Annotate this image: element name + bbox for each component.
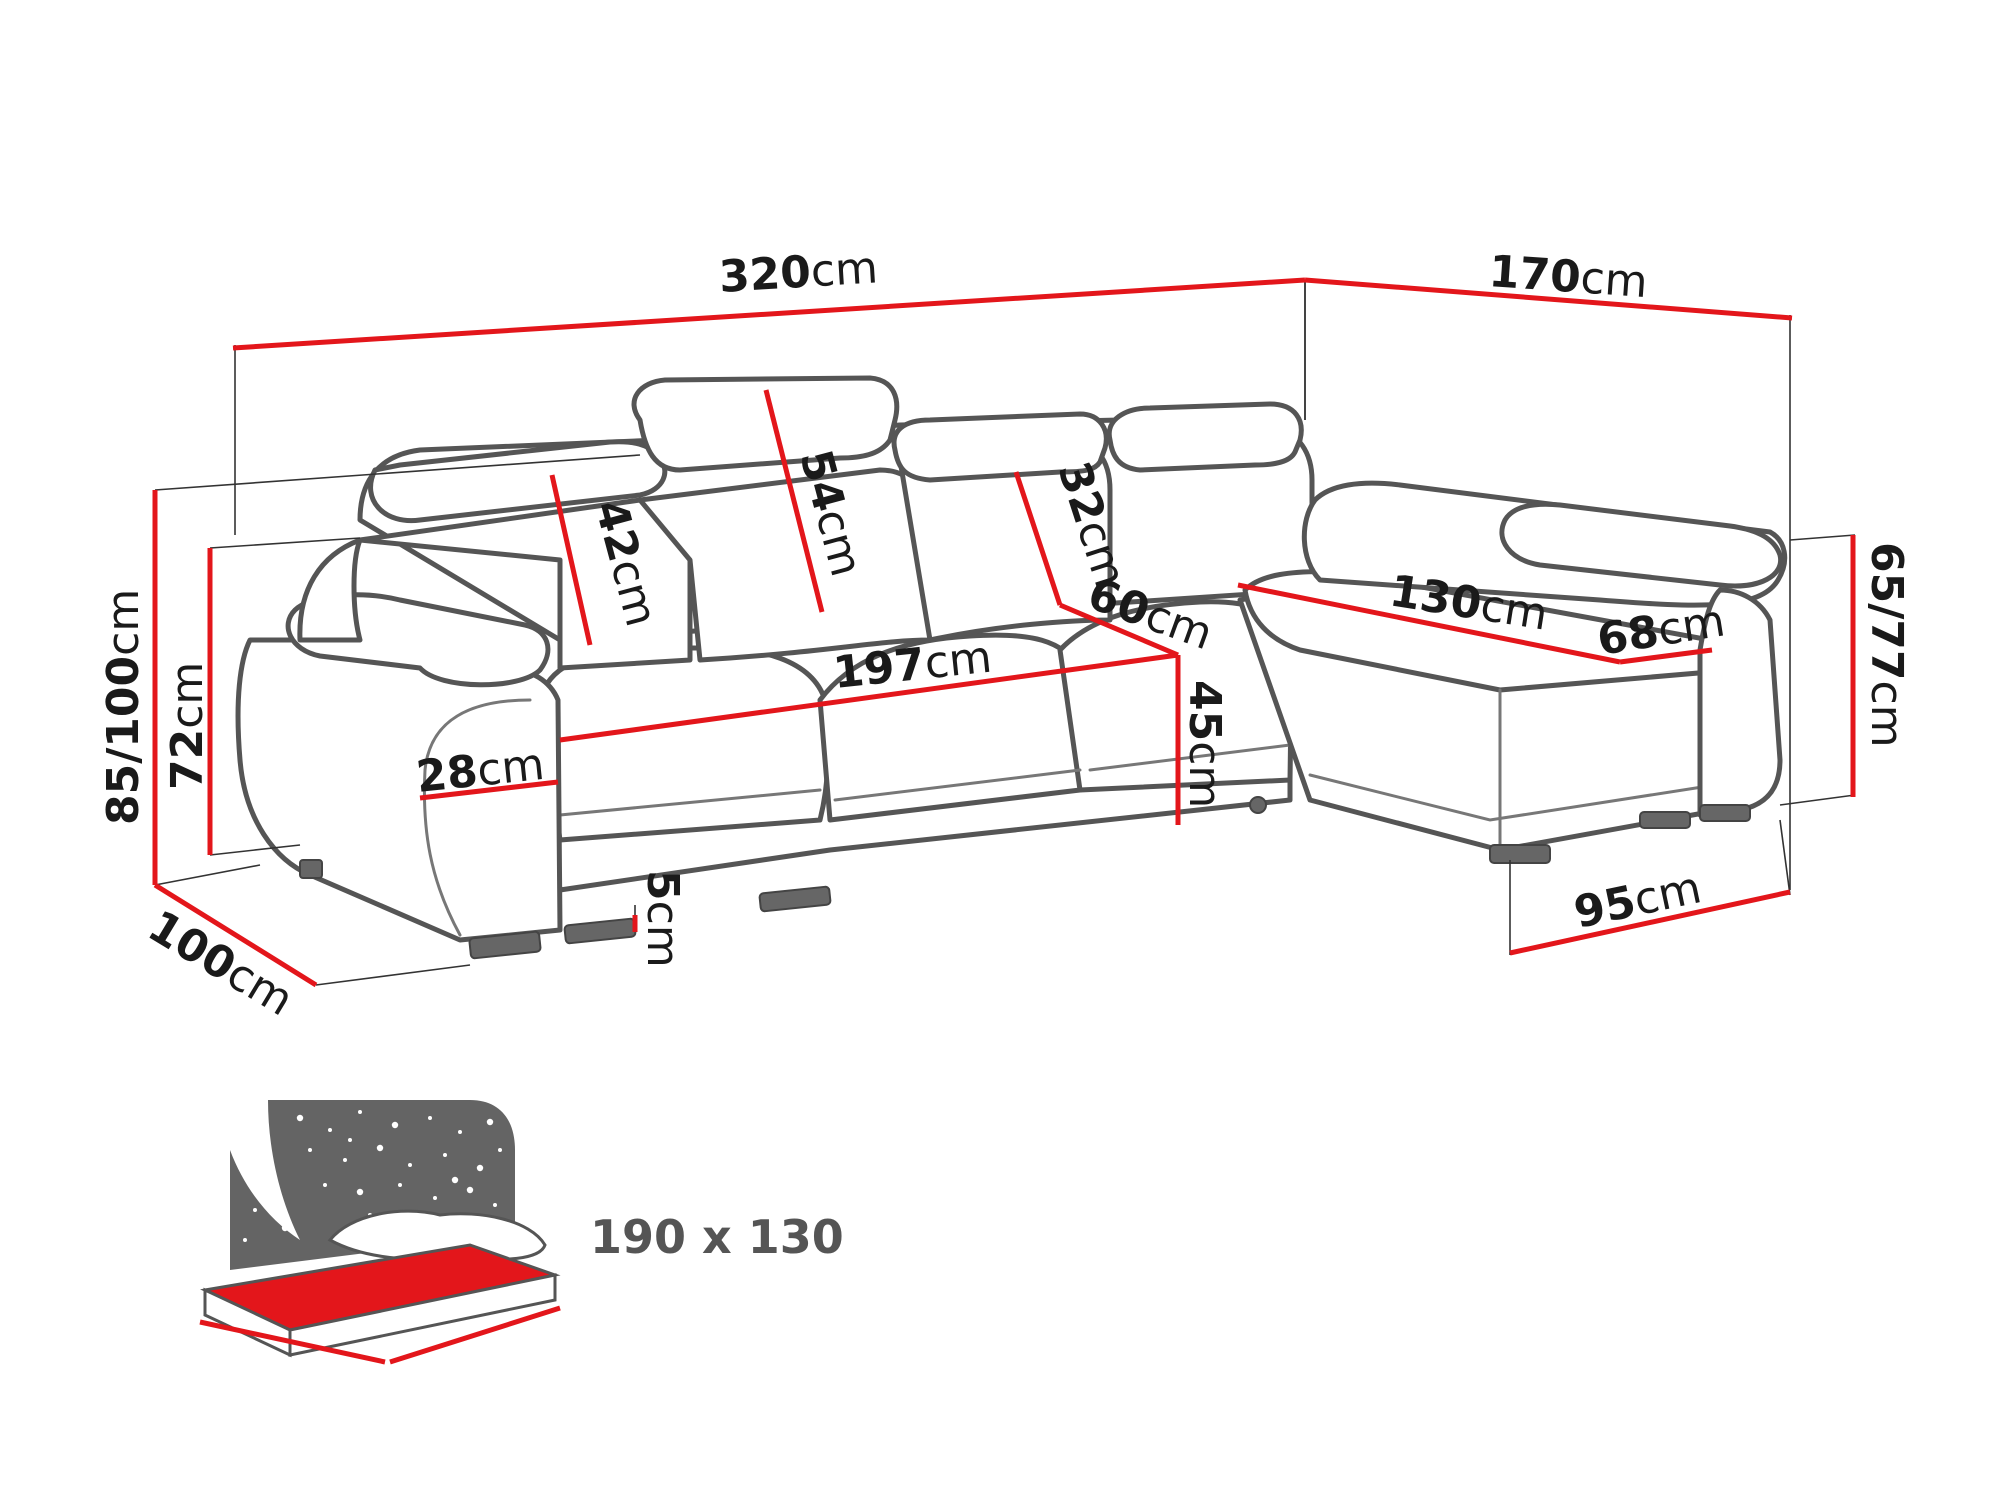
headrest-right-b bbox=[1106, 401, 1304, 473]
headrest-middle bbox=[631, 375, 900, 473]
label-chaise-seat-width: 68cm bbox=[1594, 595, 1729, 665]
label-chaise-length: 170cm bbox=[1487, 246, 1649, 308]
star-icon bbox=[281, 1224, 289, 1232]
star-icon bbox=[296, 1114, 304, 1122]
leg bbox=[758, 885, 832, 913]
dim-line-42 bbox=[549, 474, 593, 646]
dim-line-68 bbox=[1619, 647, 1713, 665]
left-armrest-side bbox=[297, 537, 363, 643]
seat-front-seam-right bbox=[1088, 743, 1292, 772]
star-icon bbox=[466, 1186, 474, 1194]
dim-line-320 bbox=[232, 277, 1306, 351]
star-icon bbox=[428, 1116, 432, 1120]
leg bbox=[1699, 804, 1751, 822]
dim-line-170 bbox=[1304, 277, 1793, 321]
chaise-front-seam bbox=[1308, 773, 1717, 822]
dim-line-100 bbox=[153, 882, 318, 988]
chaise-headrest bbox=[1499, 501, 1784, 589]
stars-decoration bbox=[243, 1110, 502, 1242]
star-icon bbox=[486, 1118, 494, 1126]
label-chaise-width: 95cm bbox=[1570, 862, 1706, 939]
star-icon bbox=[243, 1238, 247, 1242]
star-icon bbox=[398, 1183, 402, 1187]
star-icon bbox=[391, 1121, 399, 1129]
bed-size-label: 190 x 130 bbox=[590, 1210, 844, 1264]
star-icon bbox=[328, 1128, 332, 1132]
star-icon bbox=[323, 1183, 327, 1187]
leg bbox=[468, 930, 542, 960]
dim-line-95 bbox=[1509, 889, 1791, 956]
label-leg-height: 5cm bbox=[637, 870, 688, 968]
star-icon bbox=[308, 1148, 312, 1152]
star-icon bbox=[443, 1153, 447, 1157]
dim-line-28 bbox=[419, 779, 559, 801]
star-icon bbox=[458, 1130, 462, 1134]
leg bbox=[1489, 844, 1551, 864]
label-seat-width: 197cm bbox=[831, 632, 994, 699]
left-armrest-curve bbox=[422, 698, 532, 937]
leg bbox=[299, 859, 323, 879]
star-icon bbox=[343, 1158, 347, 1162]
seat-cushion-left bbox=[537, 645, 831, 843]
label-back-height: 72cm bbox=[162, 662, 213, 790]
dim-line-197 bbox=[559, 652, 1179, 743]
dim-line-60 bbox=[1059, 602, 1179, 658]
leg bbox=[563, 917, 637, 945]
leg bbox=[1639, 811, 1691, 829]
label-overall-width: 320cm bbox=[718, 242, 880, 303]
star-icon bbox=[408, 1163, 412, 1167]
dim-line-32 bbox=[1013, 471, 1063, 606]
label-arm-width: 28cm bbox=[414, 739, 547, 803]
star-icon bbox=[498, 1148, 502, 1152]
dimension-lines bbox=[152, 277, 1856, 988]
seat-front-seam-left bbox=[558, 788, 822, 817]
star-icon bbox=[356, 1188, 364, 1196]
star-icon bbox=[451, 1176, 459, 1184]
headrest-right-a bbox=[891, 411, 1109, 483]
headrest-left bbox=[368, 439, 668, 524]
star-icon bbox=[348, 1138, 352, 1142]
star-icon bbox=[433, 1196, 437, 1200]
star-icon bbox=[493, 1203, 497, 1207]
label-seat-height: 45cm bbox=[1179, 680, 1230, 808]
star-icon bbox=[476, 1164, 484, 1172]
label-chaise-height: 65/77cm bbox=[1861, 542, 1912, 748]
mattress-front bbox=[288, 1273, 557, 1357]
bed-width-arrow bbox=[199, 1319, 386, 1365]
bed-length-arrow bbox=[389, 1305, 561, 1365]
dim-line-54 bbox=[763, 389, 825, 613]
label-total-height: 85/100cm bbox=[98, 589, 149, 825]
dim-line-130 bbox=[1237, 582, 1621, 665]
seat-front-seam-mid bbox=[833, 768, 1082, 802]
star-icon bbox=[376, 1144, 384, 1152]
leg bbox=[1249, 796, 1267, 814]
sleeping-area-icon bbox=[199, 1100, 561, 1365]
chaise-armrest bbox=[1697, 587, 1783, 818]
star-icon bbox=[253, 1208, 257, 1212]
star-icon bbox=[358, 1110, 362, 1114]
corner-sofa-drawing bbox=[235, 375, 1788, 960]
extension-lines bbox=[154, 280, 1856, 986]
